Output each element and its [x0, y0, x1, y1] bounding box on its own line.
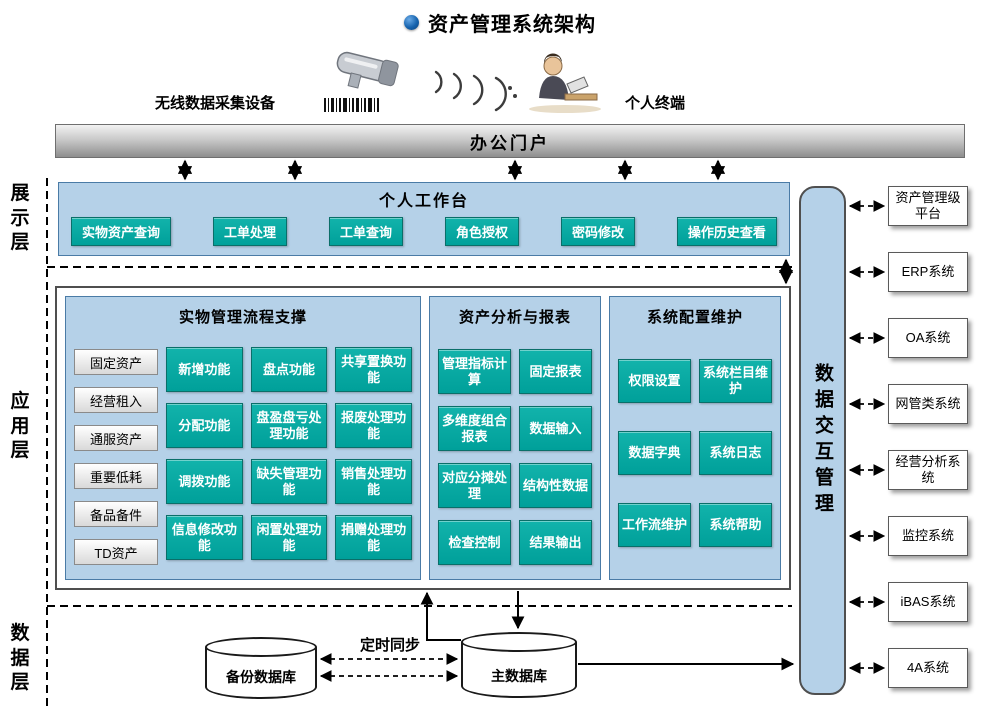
workbench-button-role-auth: 角色授权 [444, 217, 519, 246]
workbench-button-workorder-query: 工单查询 [328, 217, 403, 246]
backup-database-label: 备份数据库 [226, 669, 296, 685]
analysis-panel-title: 资产分析与报表 [458, 309, 571, 326]
workbench-button-workorder-process: 工单处理 [212, 217, 287, 246]
analysis-function-button: 固定报表 [519, 349, 592, 394]
layer-label-data: 数据层 [10, 623, 30, 694]
config-function-button: 系统日志 [699, 431, 772, 475]
physical-function-button: 共享置换功能 [335, 347, 412, 392]
analysis-function-button: 多维度组合报表 [438, 406, 511, 451]
physical-management-panel: 实物管理流程支撑 固定资产 经营租入 通服资产 重要低耗 备品备件 TD资产 新… [65, 296, 421, 580]
external-system-box: 经营分析系统 [888, 450, 968, 490]
category-box: 固定资产 [74, 349, 158, 375]
asset-category-column: 固定资产 经营租入 通服资产 重要低耗 备品备件 TD资产 [74, 349, 158, 565]
analysis-function-grid: 管理指标计算 固定报表 多维度组合报表 数据输入 对应分摊处理 结构性数据 检查… [438, 349, 592, 565]
data-exchange-bar: 数据交互管理 [799, 186, 846, 695]
personal-terminal-label: 个人终端 [625, 95, 686, 112]
workbench-button-password-change: 密码修改 [560, 217, 635, 246]
physical-function-button: 盘盈盘亏处理功能 [250, 403, 328, 448]
sync-label: 定时同步 [359, 637, 420, 654]
category-box: TD资产 [74, 539, 158, 565]
config-function-button: 系统栏目维护 [699, 359, 772, 403]
category-box: 经营租入 [74, 387, 158, 413]
barcode-scanner-icon [324, 51, 399, 112]
physical-function-button: 销售处理功能 [335, 459, 412, 504]
page-title: 资产管理系统架构 [428, 14, 596, 36]
external-system-box: 网管类系统 [888, 384, 968, 424]
title-bullet-icon [404, 15, 419, 30]
application-layer-box: 实物管理流程支撑 固定资产 经营租入 通服资产 重要低耗 备品备件 TD资产 新… [55, 286, 791, 590]
external-system-box: 监控系统 [888, 516, 968, 556]
main-database-cylinder: 主数据库 [461, 632, 577, 698]
config-function-button: 数据字典 [618, 431, 691, 475]
wireless-device-label: 无线数据采集设备 [155, 95, 276, 112]
backup-database-cylinder: 备份数据库 [205, 637, 317, 699]
physical-function-button: 分配功能 [166, 403, 243, 448]
physical-function-button: 盘点功能 [250, 347, 328, 392]
physical-function-button: 缺失管理功能 [250, 459, 328, 504]
external-system-box: iBAS系统 [888, 582, 968, 622]
physical-function-button: 捐赠处理功能 [335, 515, 412, 560]
analysis-panel-body: 管理指标计算 固定报表 多维度组合报表 数据输入 对应分摊处理 结构性数据 检查… [438, 347, 592, 571]
analysis-function-button: 管理指标计算 [438, 349, 511, 394]
cylinder-top [461, 632, 577, 652]
config-function-button: 工作流维护 [618, 503, 691, 547]
analysis-function-button: 结果输出 [519, 520, 592, 565]
workbench-buttons-row: 实物资产查询 工单处理 工单查询 角色授权 密码修改 操作历史查看 [71, 217, 777, 246]
external-system-box: 资产管理级平台 [888, 186, 968, 226]
config-panel-body: 权限设置 系统栏目维护 数据字典 系统日志 工作流维护 系统帮助 [618, 347, 772, 571]
analysis-function-button: 检查控制 [438, 520, 511, 565]
external-system-box: OA系统 [888, 318, 968, 358]
physical-panel-title: 实物管理流程支撑 [178, 309, 307, 326]
layer-label-application: 应用层 [10, 391, 30, 462]
physical-function-button: 信息修改功能 [166, 515, 243, 560]
analysis-function-button: 数据输入 [519, 406, 592, 451]
main-database-label: 主数据库 [491, 668, 547, 684]
category-box: 重要低耗 [74, 463, 158, 489]
config-function-button: 权限设置 [618, 359, 691, 403]
cylinder-top [205, 637, 317, 657]
physical-function-button: 新增功能 [166, 347, 243, 392]
config-function-button: 系统帮助 [699, 503, 772, 547]
external-system-box: ERP系统 [888, 252, 968, 292]
external-system-box: 4A系统 [888, 648, 968, 688]
config-function-grid: 权限设置 系统栏目维护 数据字典 系统日志 工作流维护 系统帮助 [618, 359, 772, 547]
signal-waves-icon [434, 70, 517, 112]
system-config-panel: 系统配置维护 权限设置 系统栏目维护 数据字典 系统日志 工作流维护 系统帮助 [609, 296, 781, 580]
category-box: 备品备件 [74, 501, 158, 527]
layer-label-display: 展示层 [10, 183, 30, 254]
config-panel-title: 系统配置维护 [646, 309, 743, 326]
office-portal-bar: 办公门户 [55, 124, 965, 158]
personal-workbench-panel: 个人工作台 实物资产查询 工单处理 工单查询 角色授权 密码修改 操作历史查看 [58, 182, 790, 256]
data-exchange-label: 数据交互管理 [812, 362, 833, 519]
physical-function-button: 报废处理功能 [335, 403, 412, 448]
analysis-function-button: 对应分摊处理 [438, 463, 511, 508]
physical-panel-body: 固定资产 经营租入 通服资产 重要低耗 备品备件 TD资产 新增功能 盘点功能 … [74, 347, 412, 571]
workbench-button-asset-query: 实物资产查询 [71, 217, 172, 246]
workbench-title: 个人工作台 [378, 193, 469, 210]
workbench-button-history-view: 操作历史查看 [676, 217, 777, 246]
physical-function-button: 闲置处理功能 [250, 515, 328, 560]
physical-function-button: 调拨功能 [166, 459, 243, 504]
analysis-function-button: 结构性数据 [519, 463, 592, 508]
person-terminal-icon [529, 53, 601, 113]
category-box: 通服资产 [74, 425, 158, 451]
asset-analysis-panel: 资产分析与报表 管理指标计算 固定报表 多维度组合报表 数据输入 对应分摊处理 … [429, 296, 601, 580]
physical-function-grid: 新增功能 盘点功能 共享置换功能 分配功能 盘盈盘亏处理功能 报废处理功能 调拨… [166, 347, 412, 560]
page-title-row: 资产管理系统架构 [0, 8, 1000, 37]
